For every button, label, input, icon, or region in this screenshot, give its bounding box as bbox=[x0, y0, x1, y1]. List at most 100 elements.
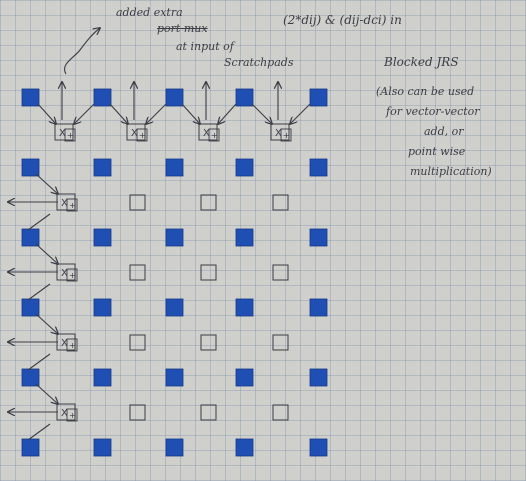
diagram-title-line2: Blocked JRS bbox=[384, 55, 459, 69]
diag-in-left-0 bbox=[37, 103, 56, 124]
empty-pe-r4-c0 bbox=[129, 404, 146, 421]
filled-pe-r1-c1 bbox=[93, 158, 112, 177]
top-pe-0-add-label: + bbox=[67, 131, 74, 140]
top-pe-3-add-box bbox=[280, 128, 292, 142]
filled-pe-r4-c2 bbox=[165, 368, 184, 387]
empty-pe-r3-c0 bbox=[129, 334, 146, 351]
left-diag-in-2 bbox=[35, 313, 58, 334]
left-diag-in-0 bbox=[35, 173, 58, 194]
side-note-line1: (Also can be used bbox=[376, 85, 475, 98]
left-diag-up-2 bbox=[27, 353, 51, 371]
top-pe-2-mult-label: X bbox=[203, 128, 210, 139]
top-pe-1-add-box bbox=[136, 128, 148, 142]
filled-pe-r1-c0 bbox=[21, 158, 40, 177]
top-pe-1-box bbox=[126, 123, 146, 141]
annotation-at-input-of: at input of bbox=[176, 40, 234, 53]
left-pe-0-mult-label: X bbox=[61, 198, 68, 209]
empty-pe-r4-c2 bbox=[272, 404, 289, 421]
top-pe-3-mult-label: X bbox=[275, 128, 282, 139]
filled-pe-r3-c1 bbox=[93, 298, 112, 317]
left-diag-up-1 bbox=[27, 283, 51, 301]
left-pe-2-add-label: + bbox=[69, 341, 76, 350]
annotation-port-mux: port mux bbox=[157, 22, 208, 35]
diagram-title-line1: (2*dij) & (dij-dci) in bbox=[283, 13, 402, 27]
filled-pe-r1-c2 bbox=[165, 158, 184, 177]
left-diag-up-3 bbox=[27, 423, 51, 441]
filled-pe-r0-c3 bbox=[235, 88, 254, 107]
diag-in-right-3 bbox=[290, 103, 311, 124]
empty-pe-r3-c1 bbox=[200, 334, 217, 351]
filled-pe-r0-c1 bbox=[93, 88, 112, 107]
filled-pe-r2-c0 bbox=[21, 228, 40, 247]
filled-pe-r0-c4 bbox=[309, 88, 328, 107]
left-diag-in-1 bbox=[35, 243, 58, 264]
empty-pe-r1-c0 bbox=[129, 194, 146, 211]
diag-in-right-0 bbox=[74, 103, 95, 124]
filled-pe-r4-c3 bbox=[235, 368, 254, 387]
left-pe-0-add-label: + bbox=[69, 201, 76, 210]
left-diag-in-3 bbox=[35, 383, 58, 404]
left-pe-3-add-label: + bbox=[69, 411, 76, 420]
filled-pe-r5-c3 bbox=[235, 438, 254, 457]
empty-pe-r3-c2 bbox=[272, 334, 289, 351]
top-pe-3-add-label: + bbox=[283, 131, 290, 140]
filled-pe-r4-c4 bbox=[309, 368, 328, 387]
top-pe-3-box bbox=[270, 123, 290, 141]
diag-in-left-3 bbox=[251, 103, 272, 124]
top-pe-0-box bbox=[54, 123, 74, 141]
top-pe-2-box bbox=[198, 123, 218, 141]
left-pe-1-add-label: + bbox=[69, 271, 76, 280]
filled-pe-r3-c2 bbox=[165, 298, 184, 317]
diag-in-left-1 bbox=[109, 103, 128, 124]
annotation-pointer-arrow bbox=[64, 28, 100, 75]
side-note-line4: point wise bbox=[408, 145, 466, 158]
empty-pe-r2-c2 bbox=[272, 264, 289, 281]
side-note-line2: for vector-vector bbox=[386, 105, 480, 118]
filled-pe-r2-c1 bbox=[93, 228, 112, 247]
filled-pe-r0-c0 bbox=[21, 88, 40, 107]
filled-pe-r5-c4 bbox=[309, 438, 328, 457]
top-pe-1-add-label: + bbox=[139, 131, 146, 140]
left-diag-up-0 bbox=[27, 213, 51, 231]
filled-pe-r5-c1 bbox=[93, 438, 112, 457]
empty-pe-r2-c0 bbox=[129, 264, 146, 281]
filled-pe-r1-c4 bbox=[309, 158, 328, 177]
top-pe-2-add-box bbox=[208, 128, 220, 142]
left-pe-3-mult-label: X bbox=[61, 408, 68, 419]
filled-pe-r1-c3 bbox=[235, 158, 254, 177]
left-pe-2-mult-label: X bbox=[61, 338, 68, 349]
filled-pe-r3-c4 bbox=[309, 298, 328, 317]
filled-pe-r2-c4 bbox=[309, 228, 328, 247]
left-pe-1-add-box bbox=[66, 268, 78, 282]
empty-pe-r1-c2 bbox=[272, 194, 289, 211]
empty-pe-r4-c1 bbox=[200, 404, 217, 421]
filled-pe-r3-c3 bbox=[235, 298, 254, 317]
side-note-line3: add, or bbox=[424, 125, 464, 138]
side-note-line5: multiplication) bbox=[410, 165, 492, 178]
top-pe-0-add-box bbox=[64, 128, 76, 142]
filled-pe-r0-c2 bbox=[165, 88, 184, 107]
top-pe-0-mult-label: X bbox=[59, 128, 66, 139]
left-pe-1-mult-label: X bbox=[61, 268, 68, 279]
empty-pe-r1-c1 bbox=[200, 194, 217, 211]
filled-pe-r3-c0 bbox=[21, 298, 40, 317]
filled-pe-r4-c1 bbox=[93, 368, 112, 387]
diag-in-right-1 bbox=[146, 103, 167, 124]
empty-pe-r2-c1 bbox=[200, 264, 217, 281]
filled-pe-r5-c2 bbox=[165, 438, 184, 457]
diag-in-right-2 bbox=[218, 103, 237, 124]
top-pe-2-add-label: + bbox=[211, 131, 218, 140]
diag-in-left-2 bbox=[181, 103, 200, 124]
annotation-scratchpads: Scratchpads bbox=[224, 56, 294, 69]
filled-pe-r5-c0 bbox=[21, 438, 40, 457]
filled-pe-r2-c2 bbox=[165, 228, 184, 247]
left-pe-0-add-box bbox=[66, 198, 78, 212]
left-pe-2-add-box bbox=[66, 338, 78, 352]
filled-pe-r4-c0 bbox=[21, 368, 40, 387]
top-pe-1-mult-label: X bbox=[131, 128, 138, 139]
left-pe-3-add-box bbox=[66, 408, 78, 422]
filled-pe-r2-c3 bbox=[235, 228, 254, 247]
annotation-added-extra: added extra bbox=[116, 6, 183, 19]
